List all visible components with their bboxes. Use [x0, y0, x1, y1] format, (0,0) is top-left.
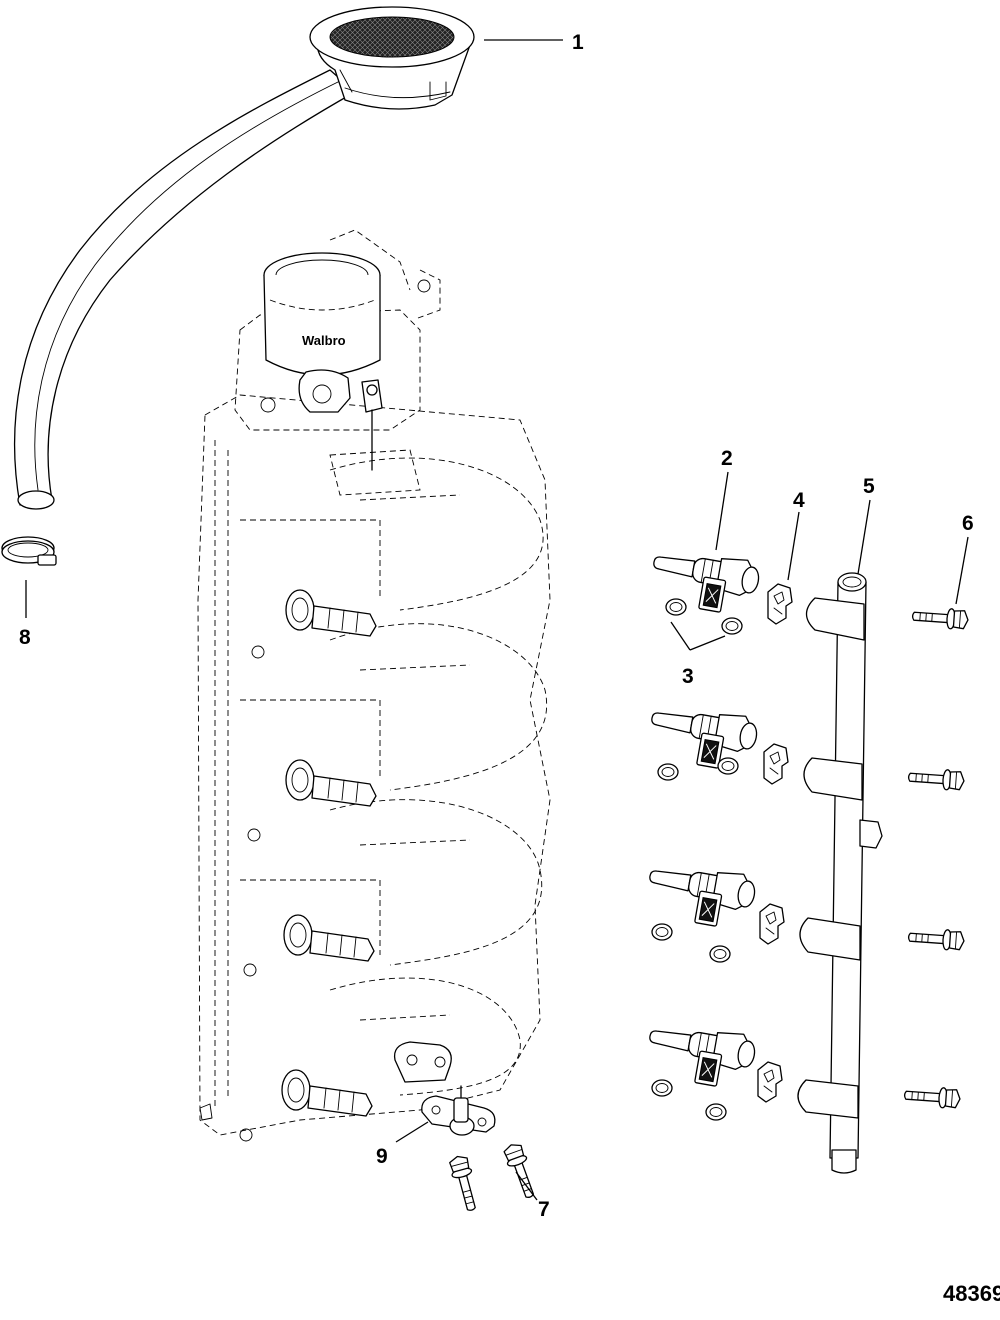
- retaining-clip-3: [759, 903, 785, 945]
- fuel-rail: [797, 572, 883, 1174]
- intake-manifold: Walbro: [197, 229, 551, 1142]
- fuel-injector-3: [642, 857, 759, 933]
- retaining-clip-4: [757, 1061, 783, 1103]
- manifold-fitting: [421, 1085, 496, 1136]
- callout-3: 3: [682, 665, 694, 688]
- callout-5: 5: [863, 475, 875, 498]
- rail-bolt-2: [907, 766, 966, 792]
- flame-arrestor: [13, 6, 475, 510]
- fuel-injector-1: [646, 543, 763, 619]
- rail-bolt-3: [907, 926, 966, 952]
- callout-4: 4: [793, 489, 805, 512]
- manifold-brand-label: Walbro: [302, 333, 346, 348]
- callout-7: 7: [538, 1198, 550, 1221]
- callout-8: 8: [19, 626, 31, 649]
- fuel-injector-2: [644, 699, 761, 775]
- figure-number: 48369: [943, 1281, 1000, 1306]
- fitting-bolt-b: [501, 1140, 541, 1202]
- callout-2: 2: [721, 447, 733, 470]
- o-ring-set-3: [651, 923, 731, 963]
- rail-bolt-1: [911, 605, 970, 631]
- retaining-clip-2: [763, 743, 789, 785]
- rail-bolt-4: [903, 1084, 962, 1110]
- retaining-clip-1: [767, 583, 793, 625]
- fitting-bolt-a: [447, 1153, 483, 1214]
- callout-6: 6: [962, 512, 974, 535]
- callout-9: 9: [376, 1145, 388, 1168]
- hose-clamp: [1, 536, 57, 566]
- callout-leaders: [25, 39, 969, 1201]
- callout-1: 1: [572, 31, 584, 54]
